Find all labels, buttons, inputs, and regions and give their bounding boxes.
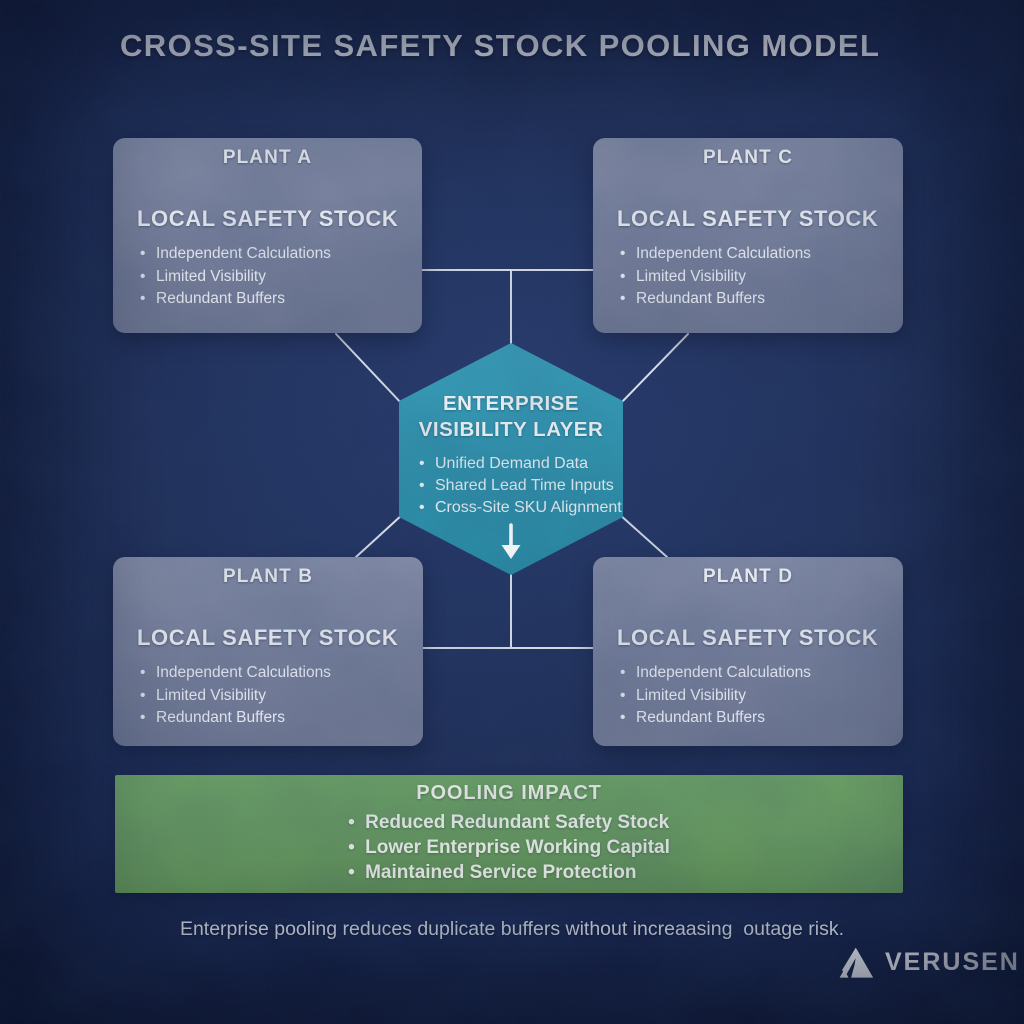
bullet-item: Redundant Buffers: [140, 288, 331, 311]
plant-b-bullets: Independent Calculations Limited Visibil…: [140, 662, 331, 730]
bullet-item: Shared Lead Time Inputs: [419, 475, 622, 497]
bullet-item: Lower Enterprise Working Capital: [348, 835, 670, 860]
plant-a-card: PLANT A LOCAL SAFETY STOCK Independent C…: [113, 138, 422, 333]
bullet-item: Cross-Site SKU Alignment: [419, 497, 622, 519]
connector-c-hub: [618, 333, 689, 406]
bullet-item: Unified Demand Data: [419, 453, 622, 475]
plant-c-heading: LOCAL SAFETY STOCK: [617, 206, 879, 231]
page-title: CROSS-SITE SAFETY STOCK POOLING MODEL: [120, 28, 881, 63]
impact-title: POOLING IMPACT: [416, 782, 602, 804]
plant-c-name: PLANT C: [702, 147, 794, 168]
bullet-item: Maintained Service Protection: [348, 860, 670, 885]
plant-d-bullets: Independent Calculations Limited Visibil…: [620, 662, 811, 730]
plant-c-card: PLANT C LOCAL SAFETY STOCK Independent C…: [593, 138, 903, 333]
verusen-triangle-icon: [839, 947, 874, 978]
plant-a-bullets: Independent Calculations Limited Visibil…: [140, 243, 331, 311]
bullet-item: Limited Visibility: [620, 685, 811, 708]
connector-a-hub: [335, 333, 404, 406]
plant-b-name: PLANT B: [222, 566, 314, 587]
bullet-item: Limited Visibility: [620, 266, 811, 289]
plant-b-card: PLANT B LOCAL SAFETY STOCK Independent C…: [113, 557, 423, 746]
bullet-item: Independent Calculations: [620, 243, 811, 266]
plant-d-heading: LOCAL SAFETY STOCK: [617, 625, 879, 650]
hub-title: ENTERPRISE VISIBILITY LAYER: [399, 391, 623, 443]
plant-a-name: PLANT A: [222, 147, 313, 168]
down-arrow-icon: [501, 523, 521, 559]
hub-title-line1: ENTERPRISE: [443, 392, 579, 415]
pooling-impact-panel: POOLING IMPACT Reduced Redundant Safety …: [115, 775, 903, 893]
plant-b-heading: LOCAL SAFETY STOCK: [137, 625, 399, 650]
bullet-item: Redundant Buffers: [620, 707, 811, 730]
plant-d-card: PLANT D LOCAL SAFETY STOCK Independent C…: [593, 557, 903, 746]
connector-hub-b: [355, 513, 404, 558]
hub-title-line2: VISIBILITY LAYER: [418, 418, 604, 441]
brand-name: VERUSEN: [885, 948, 1020, 976]
bullet-item: Independent Calculations: [140, 243, 331, 266]
plant-d-name: PLANT D: [702, 566, 794, 587]
bullet-item: Independent Calculations: [140, 662, 331, 685]
bullet-item: Reduced Redundant Safety Stock: [348, 810, 670, 835]
bullet-item: Redundant Buffers: [140, 707, 331, 730]
bullet-item: Limited Visibility: [140, 266, 331, 289]
footer-caption: Enterprise pooling reduces duplicate buf…: [179, 918, 845, 940]
impact-bullets: Reduced Redundant Safety Stock Lower Ent…: [348, 810, 670, 885]
plant-c-bullets: Independent Calculations Limited Visibil…: [620, 243, 811, 311]
bullet-item: Independent Calculations: [620, 662, 811, 685]
bullet-item: Redundant Buffers: [620, 288, 811, 311]
bullet-item: Limited Visibility: [140, 685, 331, 708]
plant-a-heading: LOCAL SAFETY STOCK: [137, 206, 399, 231]
verusen-logo: VERUSEN: [836, 946, 1020, 979]
connector-hub-d: [618, 513, 668, 558]
hub-bullets: Unified Demand Data Shared Lead Time Inp…: [419, 453, 622, 519]
